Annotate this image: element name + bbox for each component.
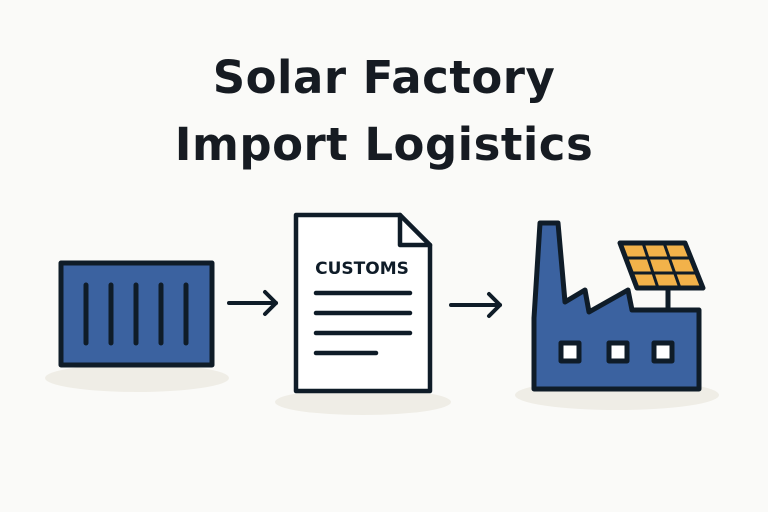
customs-document-icon — [293, 212, 433, 394]
customs-label: CUSTOMS — [315, 259, 409, 279]
shipping-container-icon — [58, 260, 215, 368]
solar-factory-icon — [531, 220, 706, 392]
arrow-right-icon — [227, 290, 278, 316]
title-line-2: Import Logistics — [174, 118, 594, 171]
title-line-1: Solar Factory — [212, 51, 556, 104]
arrow-right-icon — [449, 292, 502, 318]
